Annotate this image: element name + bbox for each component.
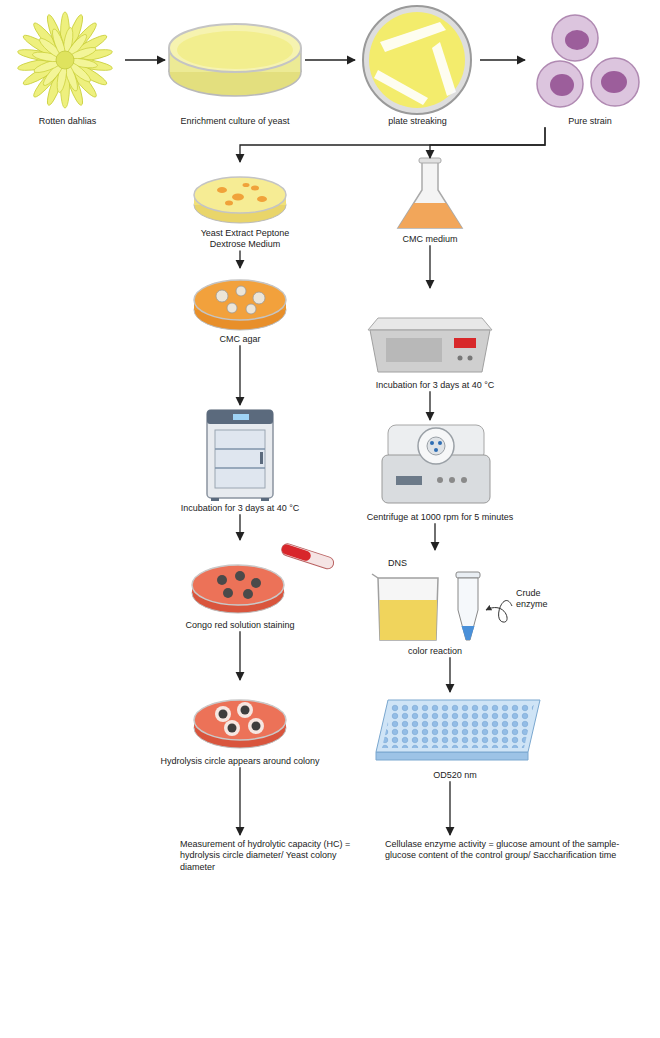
centrifuge [382, 425, 490, 503]
step-caption: Rotten dahlias [10, 116, 125, 127]
flow-arrow [429, 391, 430, 420]
process-step: OD520 nm [370, 692, 540, 781]
flow-arrow [240, 127, 545, 162]
step-caption: Hydrolysis circle appears around colony [140, 756, 340, 767]
process-step: Enrichment culture of yeast [165, 8, 305, 127]
process-step: Measurement of hydrolytic capacity (HC) … [180, 835, 365, 873]
step-caption: Yeast Extract Peptone Dextrose Medium [190, 228, 300, 251]
flow-arrow [449, 781, 450, 835]
flow-arrow [239, 514, 240, 540]
step-caption: plate streaking [355, 116, 480, 127]
annotation-label: Crude enzyme [516, 588, 560, 611]
step-caption: CMC agar [185, 334, 295, 345]
flow-arrow [239, 345, 240, 405]
process-step: CMC medium [385, 158, 475, 245]
step-caption: Incubation for 3 days at 40 °C [165, 503, 315, 514]
step-caption: Pure strain [525, 116, 655, 127]
process-step: Incubation for 3 days at 40 °C [355, 288, 515, 391]
step-caption: Enrichment culture of yeast [165, 116, 305, 127]
process-step: Incubation for 3 days at 40 °C [165, 405, 315, 514]
flow-arrow [239, 767, 240, 835]
step-caption: Incubation for 3 days at 40 °C [355, 380, 515, 391]
shaker-incubator [368, 318, 492, 372]
process-step: Centrifuge at 1000 rpm for 5 minutes [345, 420, 535, 523]
flow-arrow [434, 523, 435, 550]
process-step: Congo red solution staining [160, 540, 320, 631]
flow-arrow [449, 657, 450, 692]
crude-enzyme-tube [456, 572, 512, 640]
yeast-cells [537, 15, 639, 107]
flow-arrow [429, 245, 430, 288]
incubator [207, 410, 273, 501]
annotation-label: DNS [388, 558, 428, 569]
process-step: color reaction [365, 550, 505, 657]
microplate [376, 700, 540, 760]
step-caption: color reaction [365, 646, 505, 657]
flow-arrow [125, 59, 165, 60]
cmc-agar-plate [194, 280, 286, 330]
step-caption: CMC medium [385, 234, 475, 245]
step-caption: Measurement of hydrolytic capacity (HC) … [180, 839, 365, 873]
congo-red-plate [192, 542, 335, 613]
flow-arrow [430, 127, 545, 158]
flow-arrow [239, 251, 240, 269]
process-step: Rotten dahlias [10, 8, 125, 127]
ypd-plate [194, 177, 286, 223]
streak-plate [363, 6, 471, 114]
flow-arrow [305, 59, 355, 60]
step-caption: Centrifuge at 1000 rpm for 5 minutes [345, 512, 535, 523]
process-step: Pure strain [525, 8, 655, 127]
dahlia-illustration [17, 12, 113, 108]
cmc-flask [398, 158, 462, 228]
process-step: plate streaking [355, 8, 480, 127]
hydrolysis-plate [194, 700, 286, 748]
step-caption: Congo red solution staining [160, 620, 320, 631]
process-step: CMC agar [185, 268, 295, 345]
step-caption: OD520 nm [370, 770, 540, 781]
dns-beaker [372, 574, 438, 640]
step-caption: Cellulase enzyme activity = glucose amou… [385, 839, 650, 862]
process-step: Hydrolysis circle appears around colony [140, 680, 340, 767]
process-step: Yeast Extract Peptone Dextrose Medium [190, 162, 300, 251]
petri-dish [169, 24, 301, 96]
flow-arrow [239, 631, 240, 680]
process-step: Cellulase enzyme activity = glucose amou… [385, 835, 650, 862]
flow-arrow [480, 59, 525, 60]
